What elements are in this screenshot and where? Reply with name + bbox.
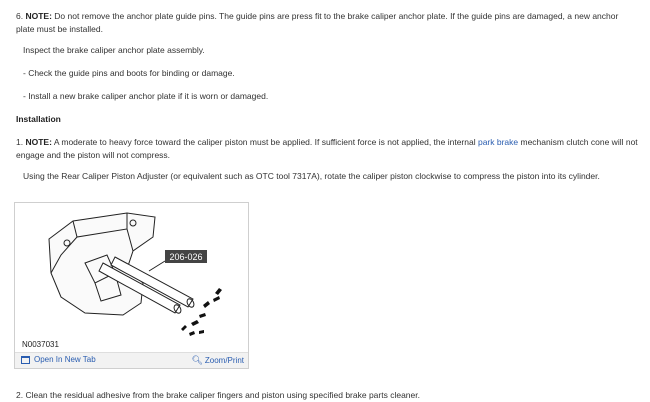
step-6: 6. NOTE: Do not remove the anchor plate … <box>16 10 638 36</box>
bullet-guide-pins: - Check the guide pins and boots for bin… <box>23 68 235 78</box>
tool-callout-text: 206-026 <box>169 252 202 262</box>
bullet-new-anchor-plate: - Install a new brake caliper anchor pla… <box>23 91 269 101</box>
open-in-new-tab-label: Open In New Tab <box>34 355 96 364</box>
zoom-print-label: Zoom/Print <box>204 356 244 365</box>
step-1-note-label: NOTE: <box>25 137 52 147</box>
caliper-illustration: 206-026 <box>48 212 222 336</box>
using-adjuster-text: Using the Rear Caliper Piston Adjuster (… <box>23 171 600 181</box>
magnifier-icon: 🔍︎ <box>191 355 203 365</box>
step-6-text: Do not remove the anchor plate guide pin… <box>16 11 619 34</box>
tool-callout-box <box>165 250 207 263</box>
step-2: 2. Clean the residual adhesive from the … <box>16 390 420 400</box>
open-in-new-tab-button[interactable]: Open In New Tab <box>21 355 96 364</box>
installation-heading: Installation <box>16 114 61 124</box>
figure-caliper: 206-026 N0037031 Open In New Tab 🔍︎ Zoom… <box>14 202 249 369</box>
new-tab-icon <box>21 355 30 364</box>
figure-toolbar: Open In New Tab 🔍︎ Zoom/Print <box>15 352 248 368</box>
step-1-text-before: A moderate to heavy force toward the cal… <box>51 137 478 147</box>
step-1-number: 1. <box>16 137 24 147</box>
step-1: 1. NOTE: A moderate to heavy force towar… <box>16 136 638 162</box>
inspect-text: Inspect the brake caliper anchor plate a… <box>23 45 205 55</box>
figure-id: N0037031 <box>22 340 59 349</box>
park-brake-link[interactable]: park brake <box>477 137 519 147</box>
step-6-note-label: NOTE: <box>25 11 52 21</box>
step-1-text-after: mechanism clutch cone will not engage an… <box>16 137 638 160</box>
zoom-print-button[interactable]: 🔍︎ Zoom/Print <box>191 355 244 366</box>
step-6-number: 6. <box>16 11 24 21</box>
